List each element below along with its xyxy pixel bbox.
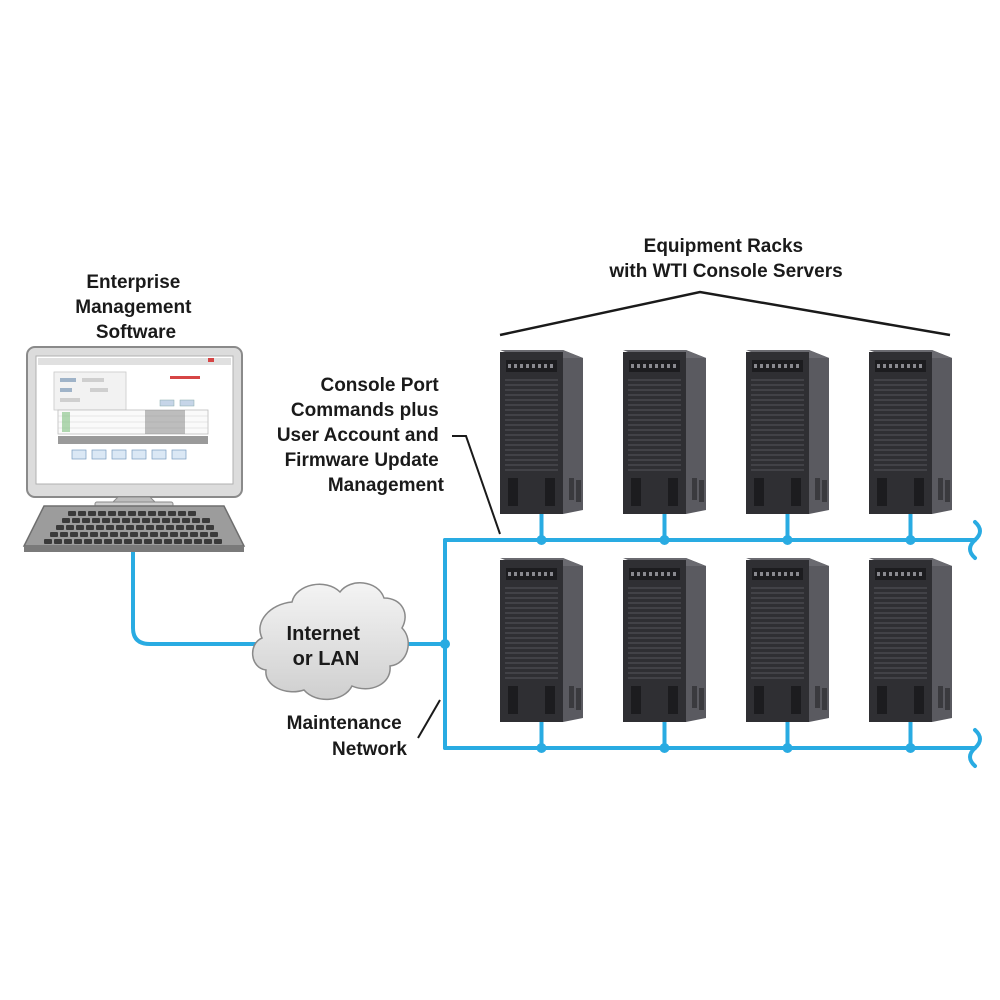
equipment-bracket [499, 290, 951, 337]
enterprise-line-1: Enterprise [86, 272, 180, 293]
server-rack-icon [623, 558, 706, 722]
cloud-line-1: Internet [287, 623, 361, 645]
maintenance-label: Maintenance Network [287, 713, 408, 760]
server-rack-icon [869, 350, 952, 514]
equipment-label: Equipment Racks with WTI Console Servers [608, 236, 842, 282]
network-node [659, 743, 670, 753]
network-node [536, 743, 547, 753]
console-port-line-2: Commands plus [291, 400, 439, 421]
console-port-line-5: Management [328, 475, 445, 496]
cloud-label: Internet or LAN [287, 623, 366, 670]
network-node [905, 535, 916, 545]
server-rack-icon [500, 350, 583, 514]
network-node [782, 535, 793, 545]
network-node [905, 743, 916, 753]
network-node [659, 535, 670, 545]
equipment-racks [500, 350, 952, 722]
maintenance-network-lines [131, 512, 982, 768]
server-rack-icon [746, 350, 829, 514]
console-port-pointer [452, 435, 501, 535]
server-rack-icon [746, 558, 829, 722]
enterprise-label: Enterprise Management Software [75, 272, 196, 343]
maintenance-line-1: Maintenance [287, 713, 402, 734]
network-node [782, 743, 793, 753]
console-port-line-1: Console Port [320, 375, 439, 396]
network-node [536, 535, 547, 545]
monitor-icon [26, 346, 243, 510]
enterprise-line-3: Software [96, 322, 176, 343]
console-port-label: Console Port Commands plus User Account … [277, 375, 445, 496]
cloud-icon [252, 582, 409, 701]
console-port-line-3: User Account and [277, 425, 439, 446]
console-port-line-4: Firmware Update [285, 450, 439, 471]
maintenance-pointer [417, 699, 441, 739]
server-rack-icon [500, 558, 583, 722]
enterprise-line-2: Management [75, 297, 192, 318]
network-junction [440, 639, 450, 649]
server-rack-icon [869, 558, 952, 722]
equipment-line-2: with WTI Console Servers [608, 261, 842, 282]
keyboard-icon [22, 505, 246, 552]
server-rack-icon [623, 350, 706, 514]
equipment-line-1: Equipment Racks [644, 236, 803, 257]
cloud-line-2: or LAN [293, 648, 360, 670]
maintenance-line-2: Network [332, 739, 407, 760]
